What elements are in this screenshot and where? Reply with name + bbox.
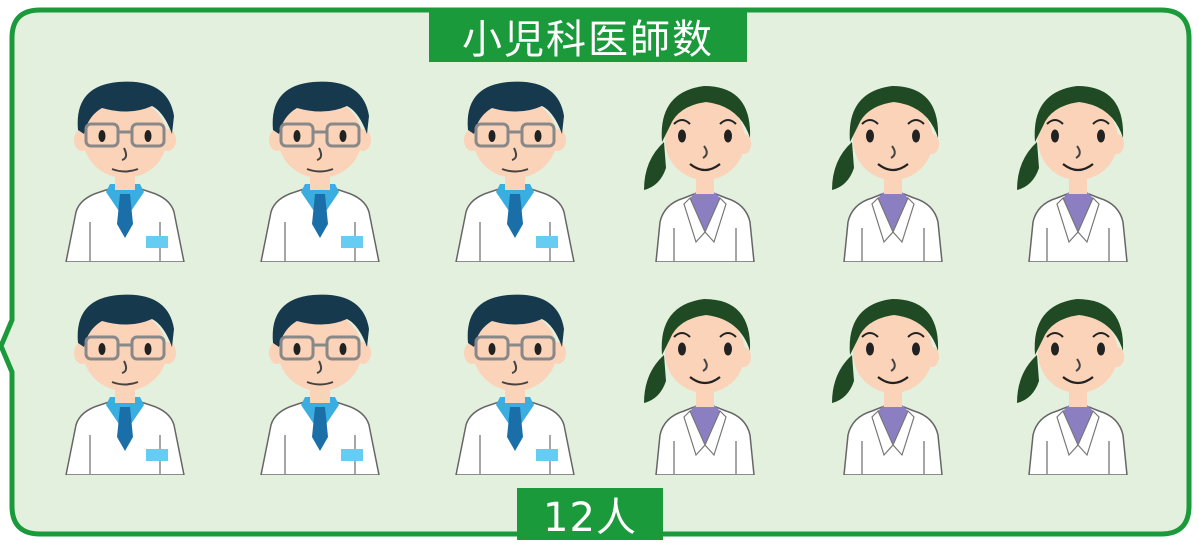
male-doctor-icon bbox=[260, 81, 380, 262]
female-doctor-icon bbox=[832, 86, 943, 262]
male-doctor-icon bbox=[455, 81, 575, 262]
female-doctor-icon bbox=[644, 299, 755, 475]
male-doctor-icon bbox=[65, 81, 185, 262]
pediatrician-count-title: 小児科医師数 bbox=[429, 10, 747, 63]
female-doctor-icon bbox=[1017, 299, 1128, 475]
female-doctor-icon bbox=[1017, 86, 1128, 262]
male-doctor-icon bbox=[260, 294, 380, 475]
doctor-count-label: 12人 bbox=[517, 488, 663, 541]
male-doctor-icon bbox=[65, 294, 185, 475]
male-doctor-icon bbox=[455, 294, 575, 475]
female-doctor-icon bbox=[644, 86, 755, 262]
female-doctor-icon bbox=[832, 299, 943, 475]
